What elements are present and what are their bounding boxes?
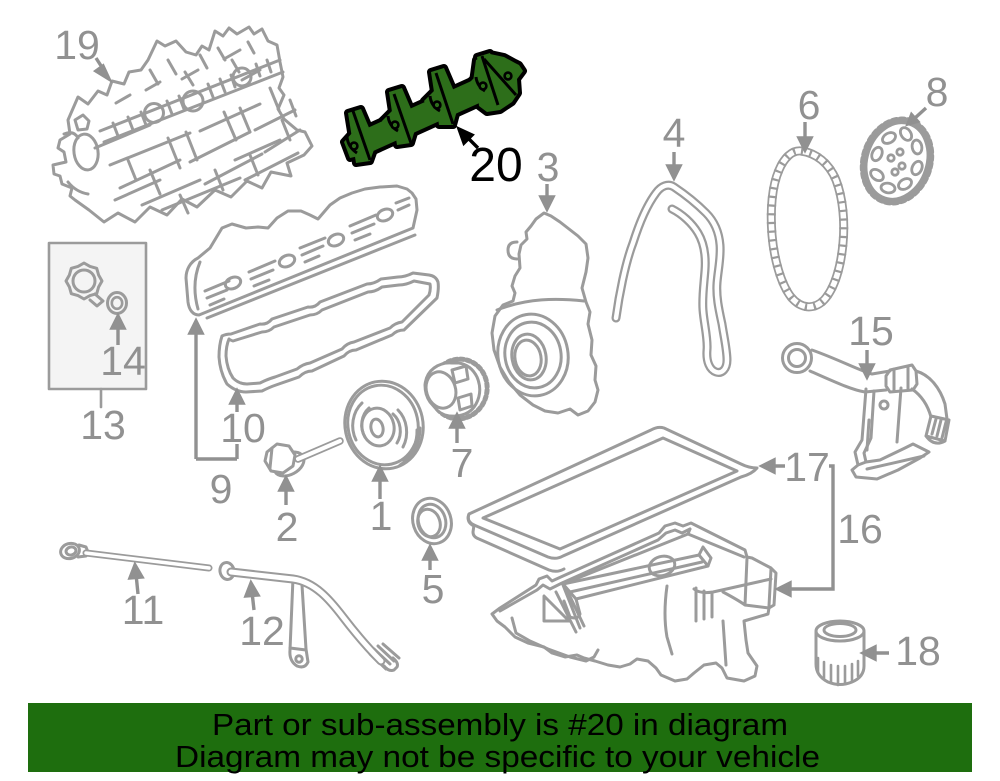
svg-text:17: 17 [784,444,830,490]
svg-text:Diagram may not be specific to: Diagram may not be specific to your vehi… [175,740,820,774]
svg-text:7: 7 [451,440,474,486]
svg-text:11: 11 [122,587,165,633]
svg-text:20: 20 [469,139,522,192]
svg-text:6: 6 [798,82,821,128]
svg-text:18: 18 [895,628,941,674]
svg-text:15: 15 [848,308,894,354]
svg-text:5: 5 [422,566,445,612]
svg-text:14: 14 [100,338,146,384]
svg-text:3: 3 [537,144,560,190]
svg-text:19: 19 [54,22,100,68]
svg-text:4: 4 [663,110,686,156]
svg-text:10: 10 [220,405,266,451]
svg-text:8: 8 [926,69,949,115]
svg-text:9: 9 [210,466,233,512]
svg-text:16: 16 [837,506,883,552]
svg-text:12: 12 [239,608,285,654]
svg-text:2: 2 [276,504,299,550]
svg-text:1: 1 [370,493,393,539]
svg-text:Part or sub-assembly is #20 in: Part or sub-assembly is #20 in diagram [212,708,788,742]
svg-text:13: 13 [80,402,126,448]
